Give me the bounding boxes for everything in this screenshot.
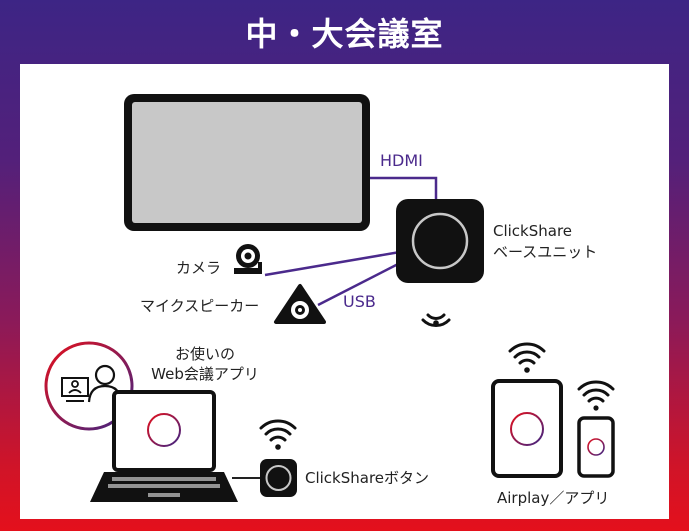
web-app-label-line1: お使いの (174, 345, 235, 363)
hdmi-cable (370, 176, 438, 200)
page-title: 中・大会議室 (245, 15, 444, 53)
web-meeting-badge-icon (44, 341, 134, 431)
mic-speaker-icon (274, 284, 326, 324)
camera-icon (234, 244, 262, 274)
hdmi-label: HDMI (380, 151, 423, 170)
display-screen (124, 94, 370, 231)
base-unit-label-line2: ベースユニット (493, 243, 598, 261)
laptop-icon (90, 390, 238, 502)
mic-speaker-label: マイクスピーカー (140, 297, 260, 315)
clickshare-button-icon (260, 459, 297, 497)
base-unit-label-line1: ClickShare (493, 222, 573, 240)
mic-usb-cable (317, 260, 403, 307)
tablet-icon (491, 379, 563, 478)
base-unit-device (396, 199, 484, 283)
smartphone-icon (577, 416, 615, 478)
web-app-label-line2: Web会議アプリ (151, 365, 259, 383)
wifi-icon (421, 313, 451, 327)
camera-label: カメラ (176, 259, 222, 277)
wifi-icon (508, 342, 546, 373)
wifi-icon (259, 419, 297, 450)
clickshare-button-label: ClickShareボタン (305, 469, 430, 487)
airplay-label: Airplay／アプリ (497, 489, 610, 507)
camera-usb-cable (264, 250, 401, 277)
wifi-icon (577, 380, 615, 411)
usb-label: USB (343, 292, 376, 311)
